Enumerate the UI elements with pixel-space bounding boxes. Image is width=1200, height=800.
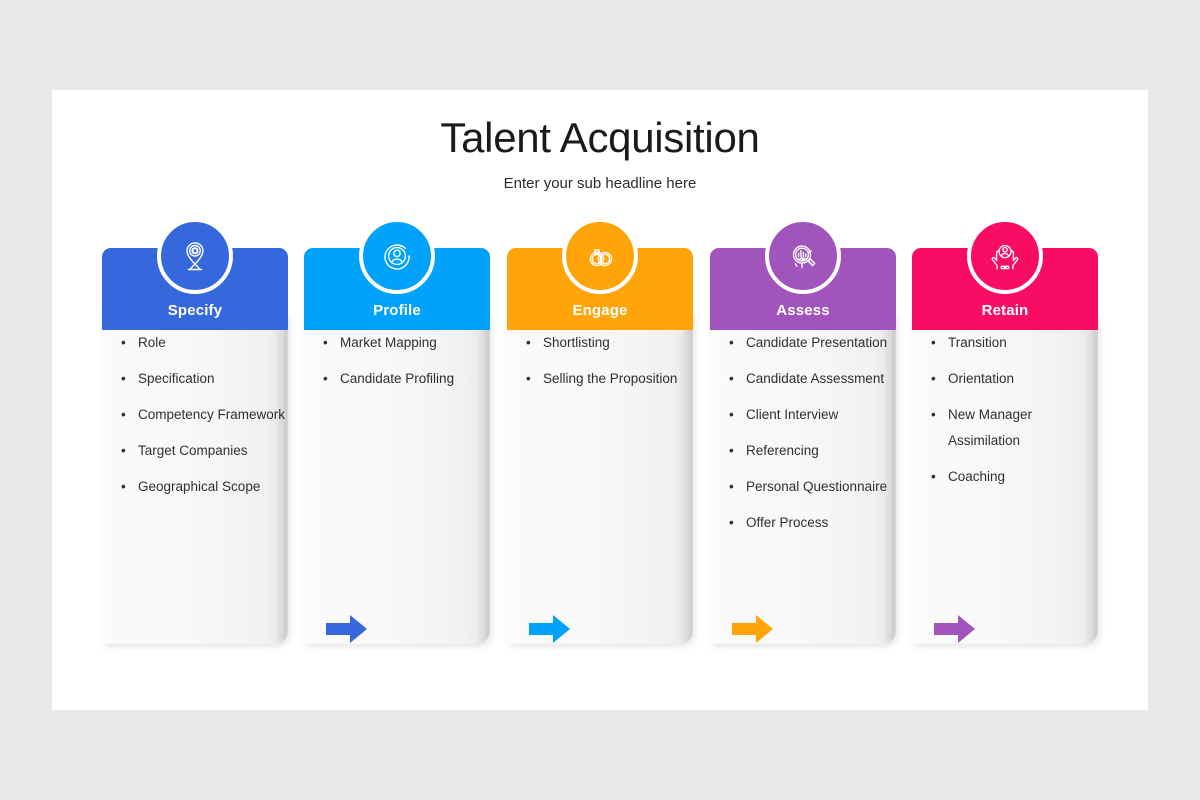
process-diagram: Specify Role Specification Competency Fr… bbox=[102, 218, 1099, 668]
user-circle-icon bbox=[359, 218, 435, 294]
list-item: Candidate Presentation bbox=[728, 330, 896, 356]
list-item: Candidate Profiling bbox=[322, 366, 490, 392]
process-stage-retain[interactable]: Retain Transition Orientation New Manage… bbox=[912, 218, 1098, 668]
interlocking-rings-icon bbox=[562, 218, 638, 294]
arrow-engage-to-assess bbox=[732, 614, 774, 644]
magnifier-bar-chart-icon bbox=[765, 218, 841, 294]
list-item: Personal Questionnaire bbox=[728, 474, 896, 500]
list-item: Competency Framework bbox=[120, 402, 288, 428]
list-item: Market Mapping bbox=[322, 330, 490, 356]
stage-label: Specify bbox=[167, 302, 223, 319]
list-item: Target Companies bbox=[120, 438, 288, 464]
arrow-specify-to-profile bbox=[326, 614, 368, 644]
stage-label: Profile bbox=[373, 302, 421, 319]
arrow-assess-to-retain bbox=[934, 614, 976, 644]
stage-label: Engage bbox=[572, 302, 628, 319]
page-title: Talent Acquisition bbox=[440, 114, 760, 161]
process-stage-engage[interactable]: Engage Shortlisting Selling the Proposit… bbox=[507, 218, 693, 668]
stage-label: Assess bbox=[776, 302, 830, 319]
hands-holding-person-icon bbox=[967, 218, 1043, 294]
location-pin-target-icon bbox=[157, 218, 233, 294]
process-stage-specify[interactable]: Specify Role Specification Competency Fr… bbox=[102, 218, 288, 668]
list-item: Specification bbox=[120, 366, 288, 392]
list-item: Offer Process bbox=[728, 510, 896, 536]
list-item: New Manager Assimilation bbox=[930, 402, 1098, 454]
stage-bullet-list: Role Specification Competency Framework … bbox=[120, 330, 288, 510]
stage-bullet-list: Transition Orientation New Manager Assim… bbox=[930, 330, 1098, 500]
arrow-profile-to-engage bbox=[529, 614, 571, 644]
stage-bullet-list: Market Mapping Candidate Profiling bbox=[322, 330, 490, 402]
list-item: Geographical Scope bbox=[120, 474, 288, 500]
stage-bullet-list: Shortlisting Selling the Proposition bbox=[525, 330, 693, 402]
list-item: Shortlisting bbox=[525, 330, 693, 356]
process-stage-assess[interactable]: Assess Candidate Presentation Candidate … bbox=[710, 218, 896, 668]
slide-canvas: Talent Acquisition Enter your sub headli… bbox=[52, 90, 1148, 710]
list-item: Referencing bbox=[728, 438, 896, 464]
list-item: Selling the Proposition bbox=[525, 366, 693, 392]
heading-block: Talent Acquisition Enter your sub headli… bbox=[52, 114, 1148, 192]
list-item: Client Interview bbox=[728, 402, 896, 428]
list-item: Orientation bbox=[930, 366, 1098, 392]
list-item: Role bbox=[120, 330, 288, 356]
stage-bullet-list: Candidate Presentation Candidate Assessm… bbox=[728, 330, 896, 545]
process-stage-profile[interactable]: Profile Market Mapping Candidate Profili… bbox=[304, 218, 490, 668]
list-item: Coaching bbox=[930, 464, 1098, 490]
list-item: Candidate Assessment bbox=[728, 366, 896, 392]
stage-label: Retain bbox=[981, 302, 1029, 319]
list-item: Transition bbox=[930, 330, 1098, 356]
page-subtitle: Enter your sub headline here bbox=[503, 175, 697, 193]
